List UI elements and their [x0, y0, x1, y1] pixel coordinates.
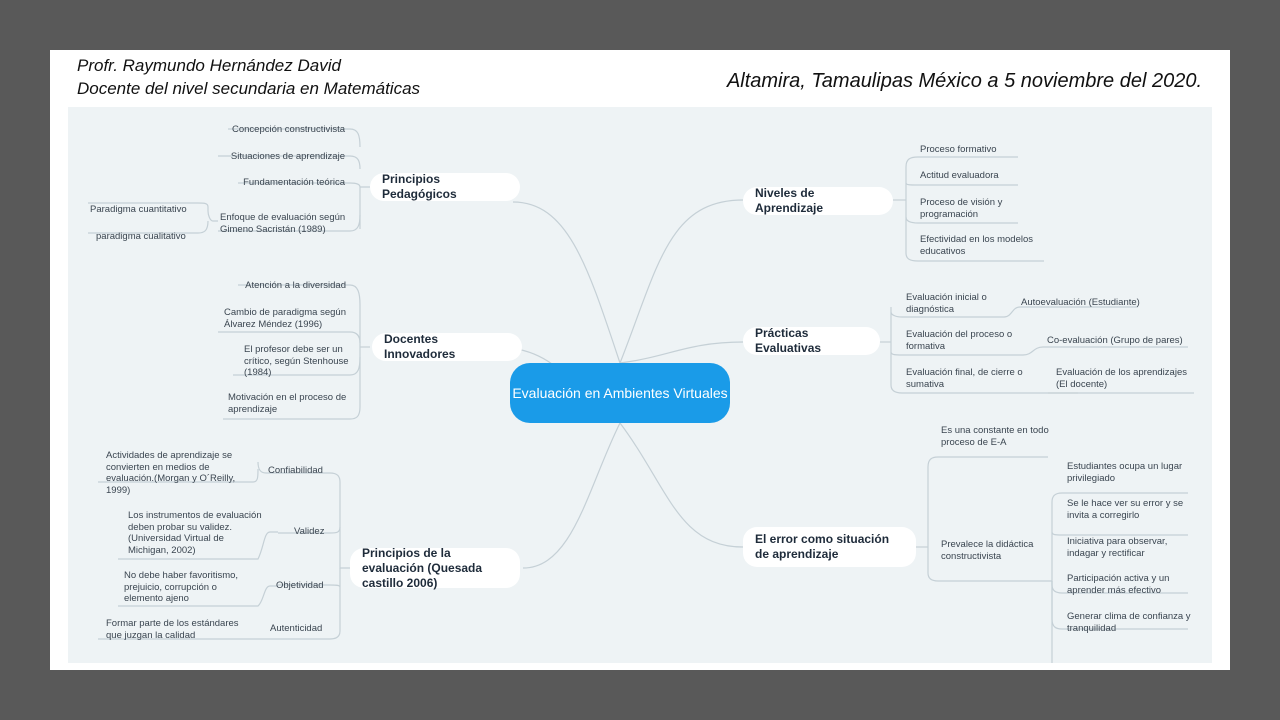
leaf-cambio-paradigma: Cambio de paradigma según Álvarez Méndez…: [224, 307, 346, 330]
leaf-actividades-aprendizaje: Actividades de aprendizaje se convierten…: [106, 450, 236, 496]
leaf-efectividad: Efectividad en los modelos educativos: [920, 234, 1034, 257]
leaf-evaluacion-aprendizajes: Evaluación de los aprendizajes (El docen…: [1056, 367, 1187, 390]
leaf-estudiantes-lugar: Estudiantes ocupa un lugar privilegiado: [1067, 461, 1183, 484]
leaf-motivacion: Motivación en el proceso de aprendizaje: [228, 392, 347, 415]
node-docentes-innovadores[interactable]: Docentes Innovadores: [372, 332, 522, 361]
leaf-autenticidad: Autenticidad: [270, 623, 323, 634]
leaf-paradigma-cualitativo: paradigma cualitativo: [96, 231, 186, 242]
author-name: Profr. Raymundo Hernández David: [77, 56, 341, 75]
leaf-confiabilidad: Confiabilidad: [268, 465, 323, 476]
leaf-estandares: Formar parte de los estándares que juzga…: [106, 618, 239, 641]
leaf-proceso-formativo: Proceso formativo: [920, 144, 997, 155]
leaf-didactica-constructivista: Prevalece la didáctica constructivista: [941, 539, 1034, 562]
leaf-situaciones-aprendizaje: Situaciones de aprendizaje: [230, 151, 345, 162]
leaf-constante-ea: Es una constante en todo proceso de E-A: [941, 425, 1049, 448]
leaf-no-favoritismo: No debe haber favoritismo, prejuicio, co…: [124, 570, 239, 604]
leaf-instrumentos-validez: Los instrumentos de evaluación deben pro…: [128, 510, 262, 556]
node-niveles-aprendizaje[interactable]: Niveles de Aprendizaje: [743, 186, 893, 215]
author-role: Docente del nivel secundaria en Matemáti…: [77, 79, 421, 98]
node-principios-evaluacion[interactable]: Principios de la evaluación (Quesada cas…: [350, 546, 520, 590]
leaf-evaluacion-proceso: Evaluación del proceso o formativa: [906, 329, 1013, 352]
leaf-evaluacion-final: Evaluación final, de cierre o sumativa: [906, 367, 1023, 390]
leaf-fundamentacion-teorica: Fundamentación teórica: [243, 177, 345, 188]
leaf-validez: Validez: [294, 526, 325, 537]
node-error-aprendizaje[interactable]: El error como situación de aprendizaje: [743, 527, 916, 567]
leaf-ver-error: Se le hace ver su error y se invita a co…: [1067, 498, 1184, 521]
central-topic[interactable]: Evaluación en Ambientes Virtuales: [510, 363, 730, 423]
author-block: Profr. Raymundo Hernández David Docente …: [77, 54, 420, 100]
leaf-objetividad: Objetividad: [276, 580, 324, 591]
leaf-concepcion-constructivista: Concepción constructivista: [232, 124, 345, 135]
leaf-atencion-diversidad: Atención a la diversidad: [245, 280, 346, 291]
leaf-clima-confianza: Generar clima de confianza y tranquilida…: [1067, 611, 1191, 634]
leaf-profesor-critico: El profesor debe ser un crítico, según S…: [244, 344, 349, 378]
leaf-proceso-vision: Proceso de visión y programación: [920, 197, 1003, 220]
place-date: Altamira, Tamaulipas México a 5 noviembr…: [726, 70, 1202, 92]
leaf-evaluacion-inicial: Evaluación inicial o diagnóstica: [906, 292, 987, 315]
mind-map: Evaluación en Ambientes Virtuales Princi…: [68, 107, 1212, 663]
slide: Profr. Raymundo Hernández David Docente …: [50, 50, 1230, 670]
leaf-paradigma-cuantitativo: Paradigma cuantitativo: [90, 204, 187, 215]
leaf-iniciativa: Iniciativa para observar, indagar y rect…: [1067, 536, 1168, 559]
node-principios-pedagogicos[interactable]: Principios Pedagógicos: [370, 172, 520, 201]
leaf-enfoque-evaluacion: Enfoque de evaluación según Gimeno Sacri…: [220, 212, 346, 235]
leaf-participacion: Participación activa y un aprender más e…: [1067, 573, 1170, 596]
leaf-actitud-evaluadora: Actitud evaluadora: [920, 170, 999, 181]
node-practicas-evaluativas[interactable]: Prácticas Evaluativas: [743, 326, 880, 355]
connector-lines: [88, 128, 1194, 663]
leaf-autoevaluacion: Autoevaluación (Estudiante): [1021, 297, 1140, 308]
leaf-coevaluacion: Co-evaluación (Grupo de pares): [1047, 335, 1183, 346]
